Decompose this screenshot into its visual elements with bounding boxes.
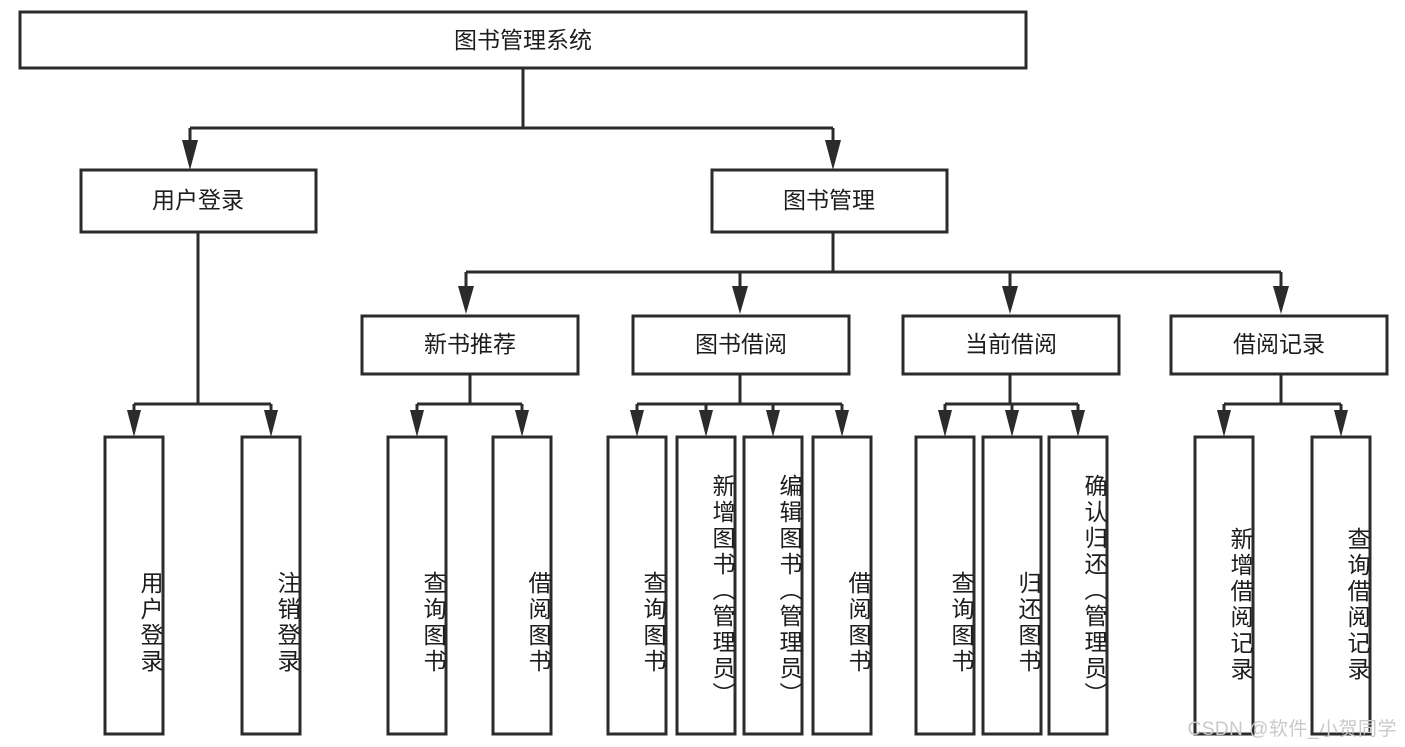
- arrow-head-leaf-nb-borrow: [515, 410, 529, 437]
- arrow-head-leaf-cb-return: [1005, 410, 1019, 437]
- arrow-head-leaf-br-add: [1217, 410, 1231, 437]
- leaf-box-logout[interactable]: [240, 435, 302, 736]
- node-label-current-borrow: 当前借阅: [965, 331, 1057, 357]
- leaf-box-cb-confirm-return[interactable]: [1047, 435, 1109, 736]
- leaf-box-bb-borrow-book[interactable]: [811, 435, 873, 736]
- node-box-borrow-records[interactable]: [1169, 314, 1389, 376]
- arrow-head-book-mgmt: [825, 140, 841, 170]
- arrow-head-leaf-bb-borrow: [835, 410, 849, 437]
- watermark-text: CSDN @软件_小贺同学: [1187, 719, 1397, 740]
- arrow-head-leaf-bb-edit: [766, 410, 780, 437]
- arrow-head-current-borrow: [1002, 286, 1018, 314]
- leaf-box-br-query-record[interactable]: [1310, 435, 1372, 736]
- arrow-head-new-book: [458, 286, 474, 314]
- arrow-head-leaf-bb-query: [630, 410, 644, 437]
- leaf-box-user-login[interactable]: [103, 435, 165, 736]
- arrow-head-leaf-nb-query: [410, 410, 424, 437]
- node-box-book-borrow[interactable]: [631, 314, 851, 376]
- node-box-user-login[interactable]: [79, 168, 318, 234]
- leaf-box-nb-borrow-book[interactable]: [491, 435, 553, 736]
- connector-group-current-borrow-leaves: [938, 374, 1085, 437]
- leaf-box-bb-query-book[interactable]: [606, 435, 668, 736]
- arrow-head-leaf-cb-query: [938, 410, 952, 437]
- connector-group-book-mgmt-to-level3: [458, 232, 1289, 314]
- arrow-head-leaf-user-login: [127, 410, 141, 437]
- node-label-root: 图书管理系统: [454, 27, 592, 53]
- leaf-box-nb-query-book[interactable]: [386, 435, 448, 736]
- arrow-head-leaf-cb-confirm: [1071, 410, 1085, 437]
- arrow-head-leaf-logout: [264, 410, 278, 437]
- node-label-user-login: 用户登录: [152, 187, 244, 213]
- node-box-new-book-recommend[interactable]: [360, 314, 580, 376]
- connector-group-book-borrow-leaves: [630, 374, 849, 437]
- node-label-book-borrow: 图书借阅: [695, 331, 787, 357]
- leaf-box-cb-return-book[interactable]: [981, 435, 1043, 736]
- arrow-head-borrow-records: [1273, 286, 1289, 314]
- connector-group-root-to-level2: [182, 68, 841, 170]
- arrow-head-leaf-br-query: [1334, 410, 1348, 437]
- node-label-new-book-recommend: 新书推荐: [424, 331, 516, 357]
- connector-group-user-login-leaves: [127, 232, 278, 437]
- node-box-current-borrow[interactable]: [901, 314, 1121, 376]
- leaf-box-cb-query-book[interactable]: [914, 435, 976, 736]
- arrow-head-user-login: [182, 140, 198, 170]
- arrow-head-book-borrow: [732, 286, 748, 314]
- node-box-book-management[interactable]: [710, 168, 949, 234]
- leaf-box-bb-add-book[interactable]: [675, 435, 737, 736]
- connector-group-borrow-records-leaves: [1217, 374, 1348, 437]
- node-box-root[interactable]: [18, 10, 1028, 70]
- arrow-head-leaf-bb-add: [699, 410, 713, 437]
- node-label-book-management: 图书管理: [783, 187, 875, 213]
- leaf-box-br-add-record[interactable]: [1193, 435, 1255, 736]
- node-label-borrow-records: 借阅记录: [1233, 331, 1325, 357]
- connector-group-new-book-leaves: [410, 374, 529, 437]
- leaf-box-bb-edit-book[interactable]: [742, 435, 804, 736]
